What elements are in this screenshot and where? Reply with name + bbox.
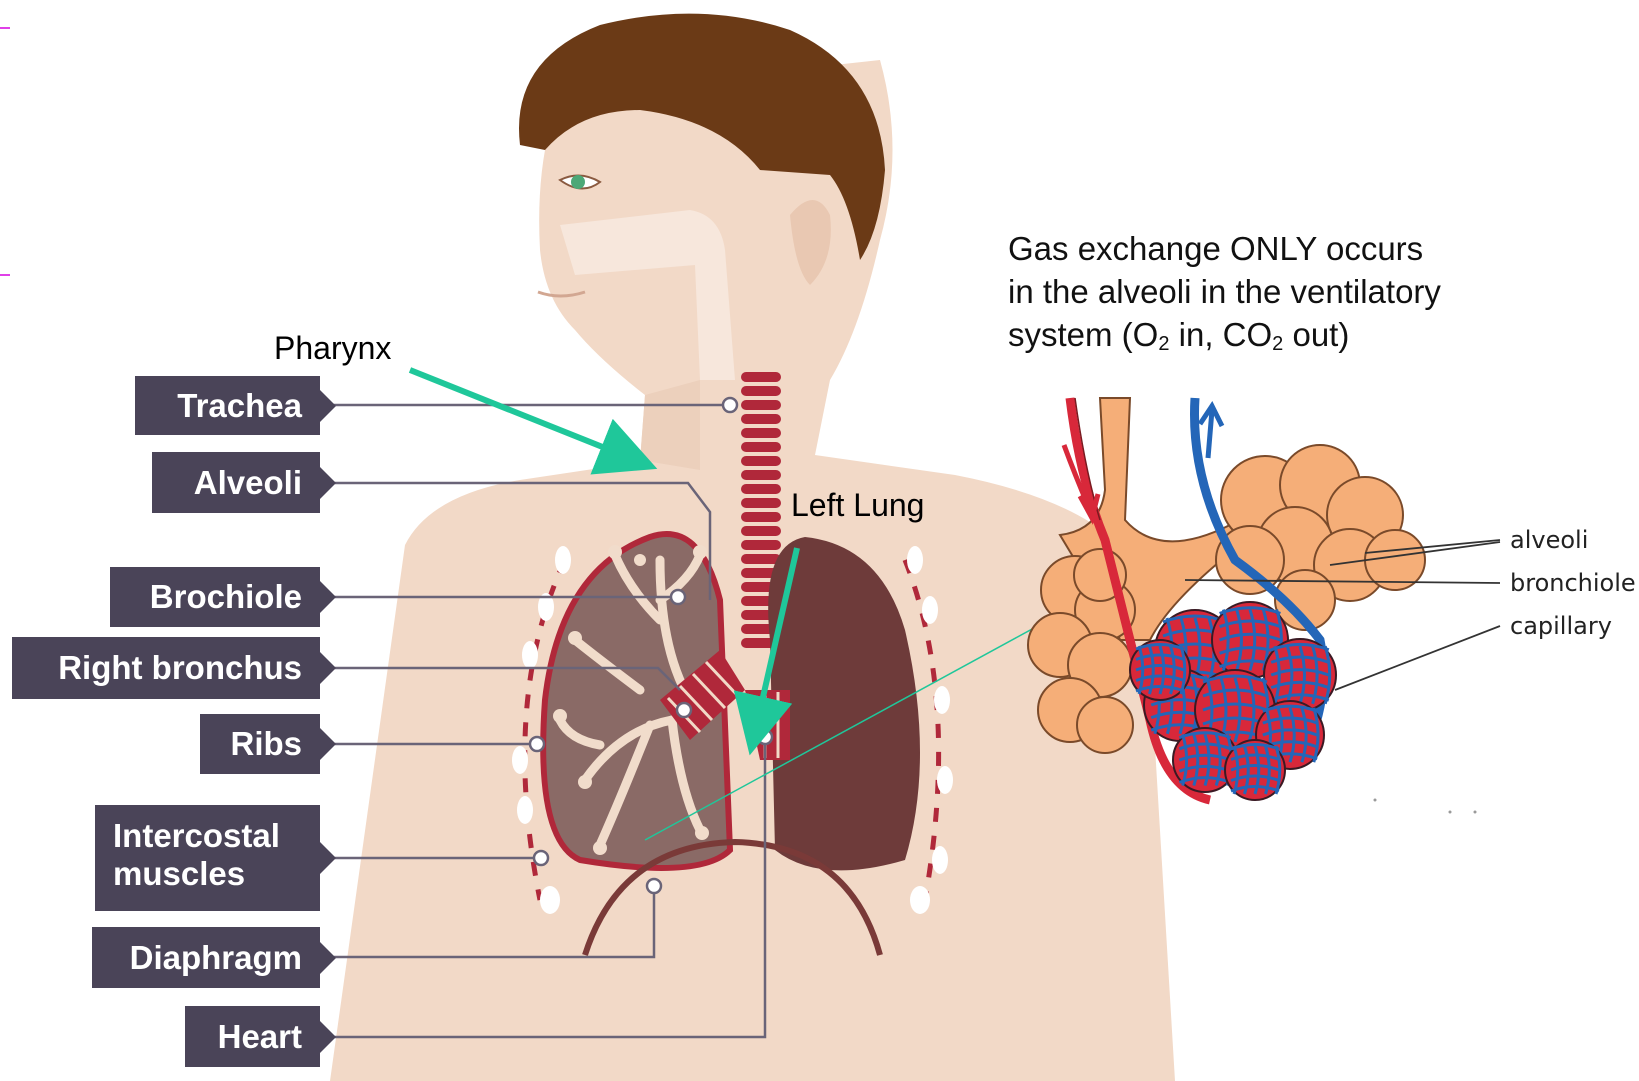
label-diaphragm-text: Diaphragm <box>130 939 302 977</box>
label-intercostal-muscles: Intercostal muscles <box>95 805 320 911</box>
label-diaphragm: Diaphragm <box>92 927 320 988</box>
label-trachea-text: Trachea <box>177 387 302 425</box>
label-right-bronchus: Right bronchus <box>12 637 320 699</box>
label-heart-text: Heart <box>218 1018 302 1056</box>
slide-margin-marks <box>0 28 10 275</box>
label-alveoli-text: Alveoli <box>194 464 302 502</box>
annotation-left-lung: Left Lung <box>791 485 924 525</box>
annotation-pharynx: Pharynx <box>274 328 391 368</box>
label-brochiole-text: Brochiole <box>150 578 302 616</box>
label-trachea: Trachea <box>135 376 320 435</box>
note-line2: in the alveoli in the ventilatory <box>1008 270 1568 313</box>
label-brochiole: Brochiole <box>110 567 320 627</box>
label-ribs-text: Ribs <box>230 725 302 763</box>
inset-label-capillary: capillary <box>1510 612 1612 640</box>
label-right-bronchus-text: Right bronchus <box>58 649 302 687</box>
inset-label-bronchiole: bronchiole <box>1510 569 1636 597</box>
gas-exchange-note: Gas exchange ONLY occurs in the alveoli … <box>1008 227 1568 356</box>
note-line3: system (O2 in, CO2 out) <box>1008 313 1568 356</box>
capillary-network <box>1130 602 1336 800</box>
label-heart: Heart <box>185 1006 320 1067</box>
alveoli-inset <box>1028 398 1500 814</box>
label-intercostal-line1: Intercostal <box>113 817 280 855</box>
label-intercostal-line2: muscles <box>113 855 245 893</box>
inset-label-alveoli: alveoli <box>1510 526 1588 554</box>
label-alveoli: Alveoli <box>152 452 320 513</box>
label-ribs: Ribs <box>200 714 320 774</box>
note-line1: Gas exchange ONLY occurs <box>1008 227 1568 270</box>
